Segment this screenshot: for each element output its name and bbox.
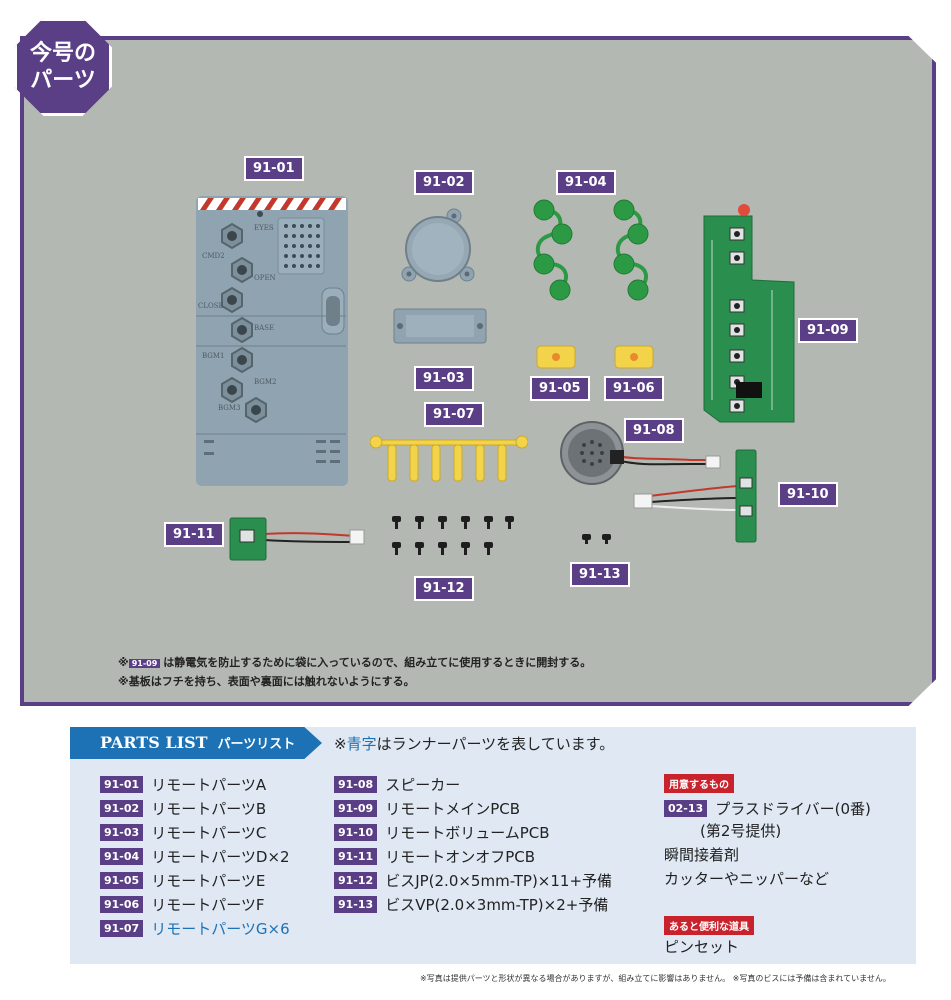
part-label-91-08: 91-08 — [624, 418, 684, 443]
remote-onoff-pcb-image — [229, 517, 365, 561]
eyes-label: EYES — [254, 224, 274, 232]
bgm1-label: BGM1 — [202, 352, 225, 360]
remote-part-f-image — [614, 345, 654, 369]
part-label-91-03: 91-03 — [414, 366, 474, 391]
remote-volume-pcb-image — [633, 449, 757, 543]
part-label-91-10: 91-10 — [778, 482, 838, 507]
remote-part-b-image — [401, 208, 475, 282]
cmd2-label: CMD2 — [202, 252, 225, 260]
tool-driver-sub: (第2号提供) — [700, 822, 782, 840]
part-label-91-02: 91-02 — [414, 170, 474, 195]
speaker-image — [560, 421, 721, 485]
remote-part-g-image — [370, 435, 528, 482]
bgm3-label: BGM3 — [218, 404, 241, 412]
prepare-items-tag: 用意するもの — [664, 774, 734, 793]
runner-parts-note: ※青字はランナーパーツを表しています。 — [334, 735, 615, 753]
base-label: BASE — [254, 324, 274, 332]
part-label-91-09: 91-09 — [798, 318, 858, 343]
part-label-91-01: 91-01 — [244, 156, 304, 181]
remote-part-d-image — [533, 199, 649, 301]
remote-part-a-image: EYES CMD2 OPEN CLOSE BASE BGM1 BGM2 BGM3 — [196, 196, 348, 486]
part-label-91-07: 91-07 — [424, 402, 484, 427]
close-label: CLOSE — [198, 302, 224, 310]
item-glue: 瞬間接着剤 — [664, 846, 740, 864]
part-label-91-06: 91-06 — [604, 376, 664, 401]
part-label-91-11: 91-11 — [164, 522, 224, 547]
part-label-91-12: 91-12 — [414, 576, 474, 601]
screws-vp-image — [582, 534, 611, 544]
bgm2-label: BGM2 — [254, 378, 277, 386]
footer-note: ※写真は提供パーツと形状が異なる場合がありますが、組み立てに影響はありません。 … — [420, 974, 891, 983]
parts-list-panel — [70, 727, 916, 964]
part-label-91-05: 91-05 — [530, 376, 590, 401]
item-cutter: カッターやニッパーなど — [664, 870, 830, 888]
remote-main-pcb-image — [703, 204, 795, 423]
part-label-91-04: 91-04 — [556, 170, 616, 195]
issue-parts-badge: 今号のパーツ — [14, 18, 112, 116]
note-code-badge: 91-09 — [128, 659, 161, 668]
handy-tools-tag: あると便利な道具 — [664, 916, 754, 935]
item-tweezers: ピンセット — [664, 938, 740, 956]
note-pcb-handling: ※基板はフチを持ち、表面や裏面には触れないようにする。 — [118, 675, 415, 688]
part-label-91-13: 91-13 — [570, 562, 630, 587]
screws-jp-image — [392, 516, 514, 555]
remote-part-c-image — [393, 308, 487, 344]
open-label: OPEN — [254, 274, 276, 282]
remote-part-e-image — [536, 345, 576, 369]
parts-photo — [20, 36, 936, 706]
